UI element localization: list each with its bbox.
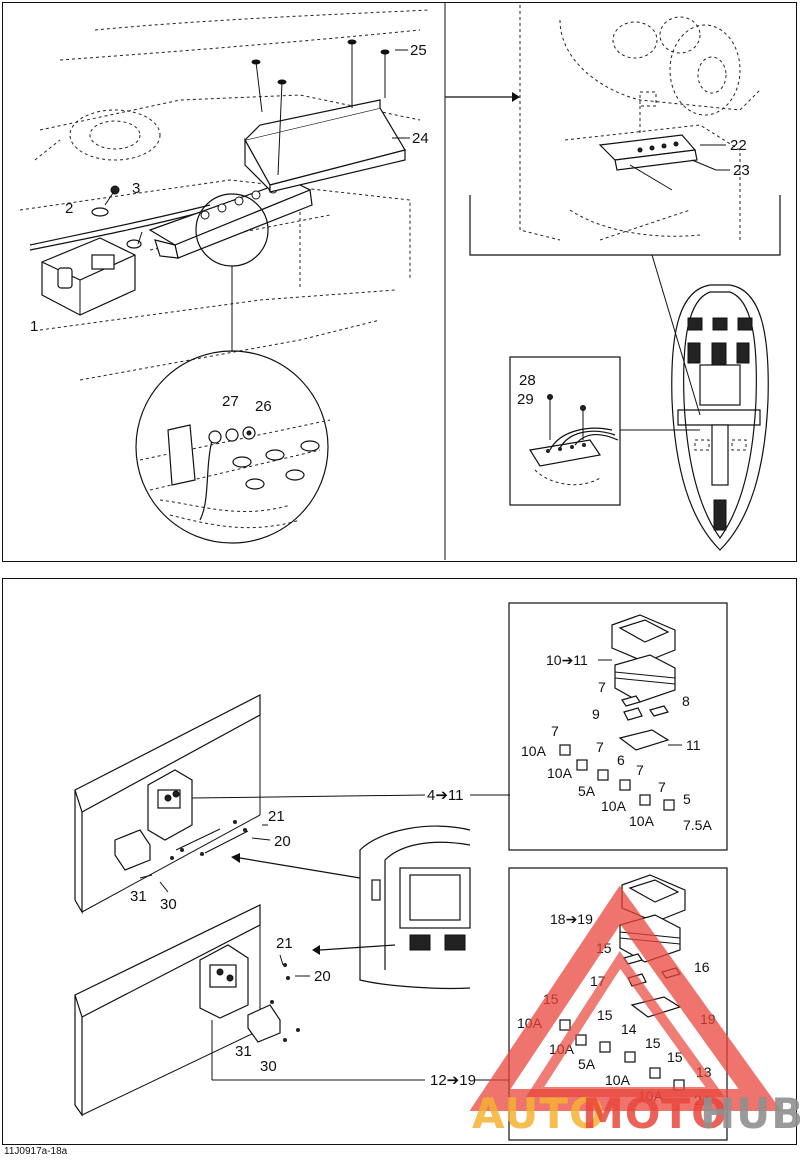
watermark-hub: HUB [700, 1089, 800, 1138]
callout-3: 3 [132, 180, 140, 197]
callout-30-upper: 30 [160, 896, 177, 913]
callout-20-upper: 20 [274, 833, 291, 850]
callout-16: 16 [694, 959, 710, 975]
diagram-code: 11J0917a-18a [4, 1146, 68, 1157]
callout-12-19: 12➔19 [430, 1072, 476, 1089]
fuse-kit-upper [508, 602, 728, 851]
watermark-moto: MOTO [582, 1089, 728, 1138]
callout-29: 29 [517, 391, 534, 408]
callout-15-c: 15 [597, 1007, 613, 1023]
callout-22: 22 [730, 137, 747, 154]
callout-15-e: 15 [667, 1049, 683, 1065]
callout-11: 11 [686, 737, 701, 753]
callout-7-a: 7 [598, 679, 606, 695]
control-module [41, 237, 136, 316]
callout-10A-b: 10A [547, 765, 573, 781]
callout-8: 8 [682, 693, 690, 709]
callout-31-lower: 31 [235, 1043, 252, 1060]
callout-9: 9 [592, 706, 600, 722]
callout-30-lower: 30 [260, 1058, 277, 1075]
boat-outline [671, 284, 769, 551]
callout-7-d: 7 [636, 762, 644, 778]
callout-5: 5 [683, 791, 691, 807]
callout-14: 14 [621, 1021, 637, 1037]
callout-7-c: 7 [596, 739, 604, 755]
watermark-auto: AUTO [472, 1089, 606, 1138]
top-right-assembly [469, 5, 781, 551]
callout-7-e: 7 [658, 779, 666, 795]
callout-2: 2 [65, 200, 73, 217]
callout-26: 26 [255, 398, 272, 415]
boat-rear-view [359, 825, 471, 990]
callout-5A: 5A [578, 783, 596, 799]
callout-7-b: 7 [551, 723, 559, 739]
callout-20-lower: 20 [314, 968, 331, 985]
callout-15-d: 15 [645, 1035, 661, 1051]
callout-24: 24 [412, 130, 429, 147]
detail-view [139, 419, 331, 529]
callout-6: 6 [617, 752, 625, 768]
callout-18-19: 18➔19 [550, 911, 593, 927]
automotohub-watermark: AUTO MOTO HUB [469, 885, 800, 1138]
callout-28: 28 [519, 372, 536, 389]
callout-10A-d: 10A [629, 813, 655, 829]
callout-10A-g: 10A [605, 1072, 631, 1088]
top-left-assembly [19, 2, 446, 560]
fuse-box-cover [244, 99, 406, 193]
callout-21-upper: 21 [268, 808, 285, 825]
callout-25: 25 [410, 42, 427, 59]
callout-23: 23 [733, 162, 750, 179]
callout-10-11: 10➔11 [546, 652, 588, 668]
callout-10A-a: 10A [521, 743, 547, 759]
callout-10A-c: 10A [601, 798, 627, 814]
callout-1: 1 [30, 318, 38, 335]
callout-21-lower: 21 [276, 935, 293, 952]
callout-4-11: 4➔11 [427, 787, 463, 804]
callout-31-upper: 31 [130, 888, 147, 905]
callout-7-5A: 7.5A [683, 817, 712, 833]
callout-5A-b: 5A [578, 1056, 596, 1072]
ground-terminal-detail [529, 394, 619, 486]
callout-27: 27 [222, 393, 239, 410]
bottom-left-assembly [74, 694, 510, 1117]
